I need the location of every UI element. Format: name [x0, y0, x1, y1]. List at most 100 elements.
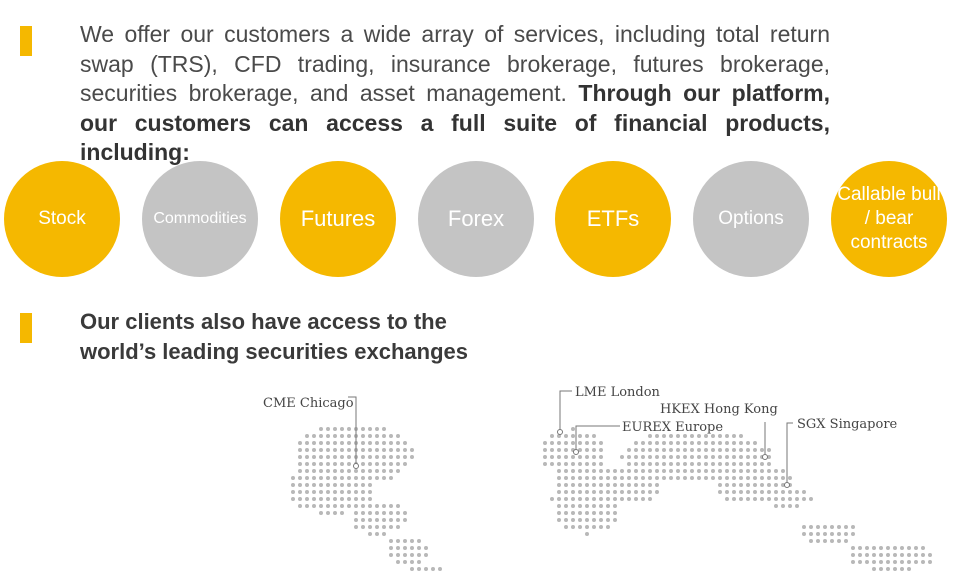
map-dot — [704, 434, 708, 438]
map-dot — [543, 448, 547, 452]
map-dot — [739, 455, 743, 459]
map-dot — [326, 441, 330, 445]
map-dot — [375, 441, 379, 445]
map-dot — [585, 448, 589, 452]
map-dot — [312, 490, 316, 494]
map-dot — [326, 448, 330, 452]
map-dot — [900, 560, 904, 564]
map-dot — [718, 448, 722, 452]
map-dot — [746, 476, 750, 480]
map-dot — [368, 532, 372, 536]
map-dot — [417, 567, 421, 571]
sgx-singapore-leader — [786, 422, 793, 485]
map-dot — [837, 525, 841, 529]
map-dot — [298, 462, 302, 466]
map-dot — [326, 462, 330, 466]
map-dot — [340, 441, 344, 445]
map-dot — [571, 462, 575, 466]
map-dot — [634, 455, 638, 459]
map-dot — [410, 546, 414, 550]
product-circle-etfs: ETFs — [555, 161, 671, 277]
map-dot — [375, 448, 379, 452]
map-dot — [648, 434, 652, 438]
map-dot — [557, 469, 561, 473]
map-dot — [585, 469, 589, 473]
map-dot — [557, 490, 561, 494]
map-dot — [858, 560, 862, 564]
map-dot — [410, 539, 414, 543]
map-dot — [571, 427, 575, 431]
map-dot — [333, 434, 337, 438]
map-dot — [564, 490, 568, 494]
map-dot — [424, 546, 428, 550]
map-dot — [669, 455, 673, 459]
map-dot — [557, 497, 561, 501]
map-dot — [564, 462, 568, 466]
map-dot — [326, 504, 330, 508]
map-dot — [347, 462, 351, 466]
map-dot — [599, 483, 603, 487]
map-dot — [578, 441, 582, 445]
product-label-commodities: Commodities — [153, 210, 247, 227]
product-circle-options: Options — [693, 161, 809, 277]
map-dot — [725, 476, 729, 480]
map-dot — [655, 469, 659, 473]
map-dot — [767, 476, 771, 480]
map-dot — [368, 490, 372, 494]
sgx-singapore-marker — [784, 482, 790, 488]
map-dot — [914, 553, 918, 557]
map-dot — [599, 462, 603, 466]
map-dot — [354, 518, 358, 522]
map-dot — [333, 462, 337, 466]
map-dot — [865, 546, 869, 550]
map-dot — [697, 462, 701, 466]
hkex-hongkong-label: HKEX Hong Kong — [660, 402, 778, 417]
map-dot — [802, 490, 806, 494]
map-dot — [830, 532, 834, 536]
map-dot — [704, 448, 708, 452]
map-dot — [816, 525, 820, 529]
map-dot — [781, 504, 785, 508]
map-dot — [844, 525, 848, 529]
map-dot — [326, 434, 330, 438]
map-dot — [361, 434, 365, 438]
map-dot — [606, 483, 610, 487]
map-dot — [564, 469, 568, 473]
map-dot — [739, 483, 743, 487]
map-dot — [599, 476, 603, 480]
map-dot — [627, 448, 631, 452]
map-dot — [627, 455, 631, 459]
map-dot — [746, 455, 750, 459]
map-dot — [592, 476, 596, 480]
map-dot — [620, 469, 624, 473]
map-dot — [389, 455, 393, 459]
map-dot — [893, 546, 897, 550]
map-dot — [312, 497, 316, 501]
map-dot — [403, 539, 407, 543]
map-dot — [557, 504, 561, 508]
map-dot — [599, 525, 603, 529]
map-dot — [368, 469, 372, 473]
map-dot — [606, 525, 610, 529]
map-dot — [760, 448, 764, 452]
map-dot — [298, 497, 302, 501]
map-dot — [788, 476, 792, 480]
map-dot — [592, 525, 596, 529]
map-dot — [900, 567, 904, 571]
map-dot — [333, 490, 337, 494]
map-dot — [550, 462, 554, 466]
map-dot — [564, 455, 568, 459]
map-dot — [410, 455, 414, 459]
map-dot — [613, 497, 617, 501]
map-dot — [795, 497, 799, 501]
map-dot — [620, 490, 624, 494]
map-dot — [403, 511, 407, 515]
product-circle-commodities: Commodities — [142, 161, 258, 277]
map-dot — [697, 476, 701, 480]
map-dot — [403, 455, 407, 459]
map-dot — [753, 441, 757, 445]
map-dot — [683, 448, 687, 452]
map-dot — [298, 469, 302, 473]
map-dot — [872, 560, 876, 564]
map-dot — [739, 434, 743, 438]
